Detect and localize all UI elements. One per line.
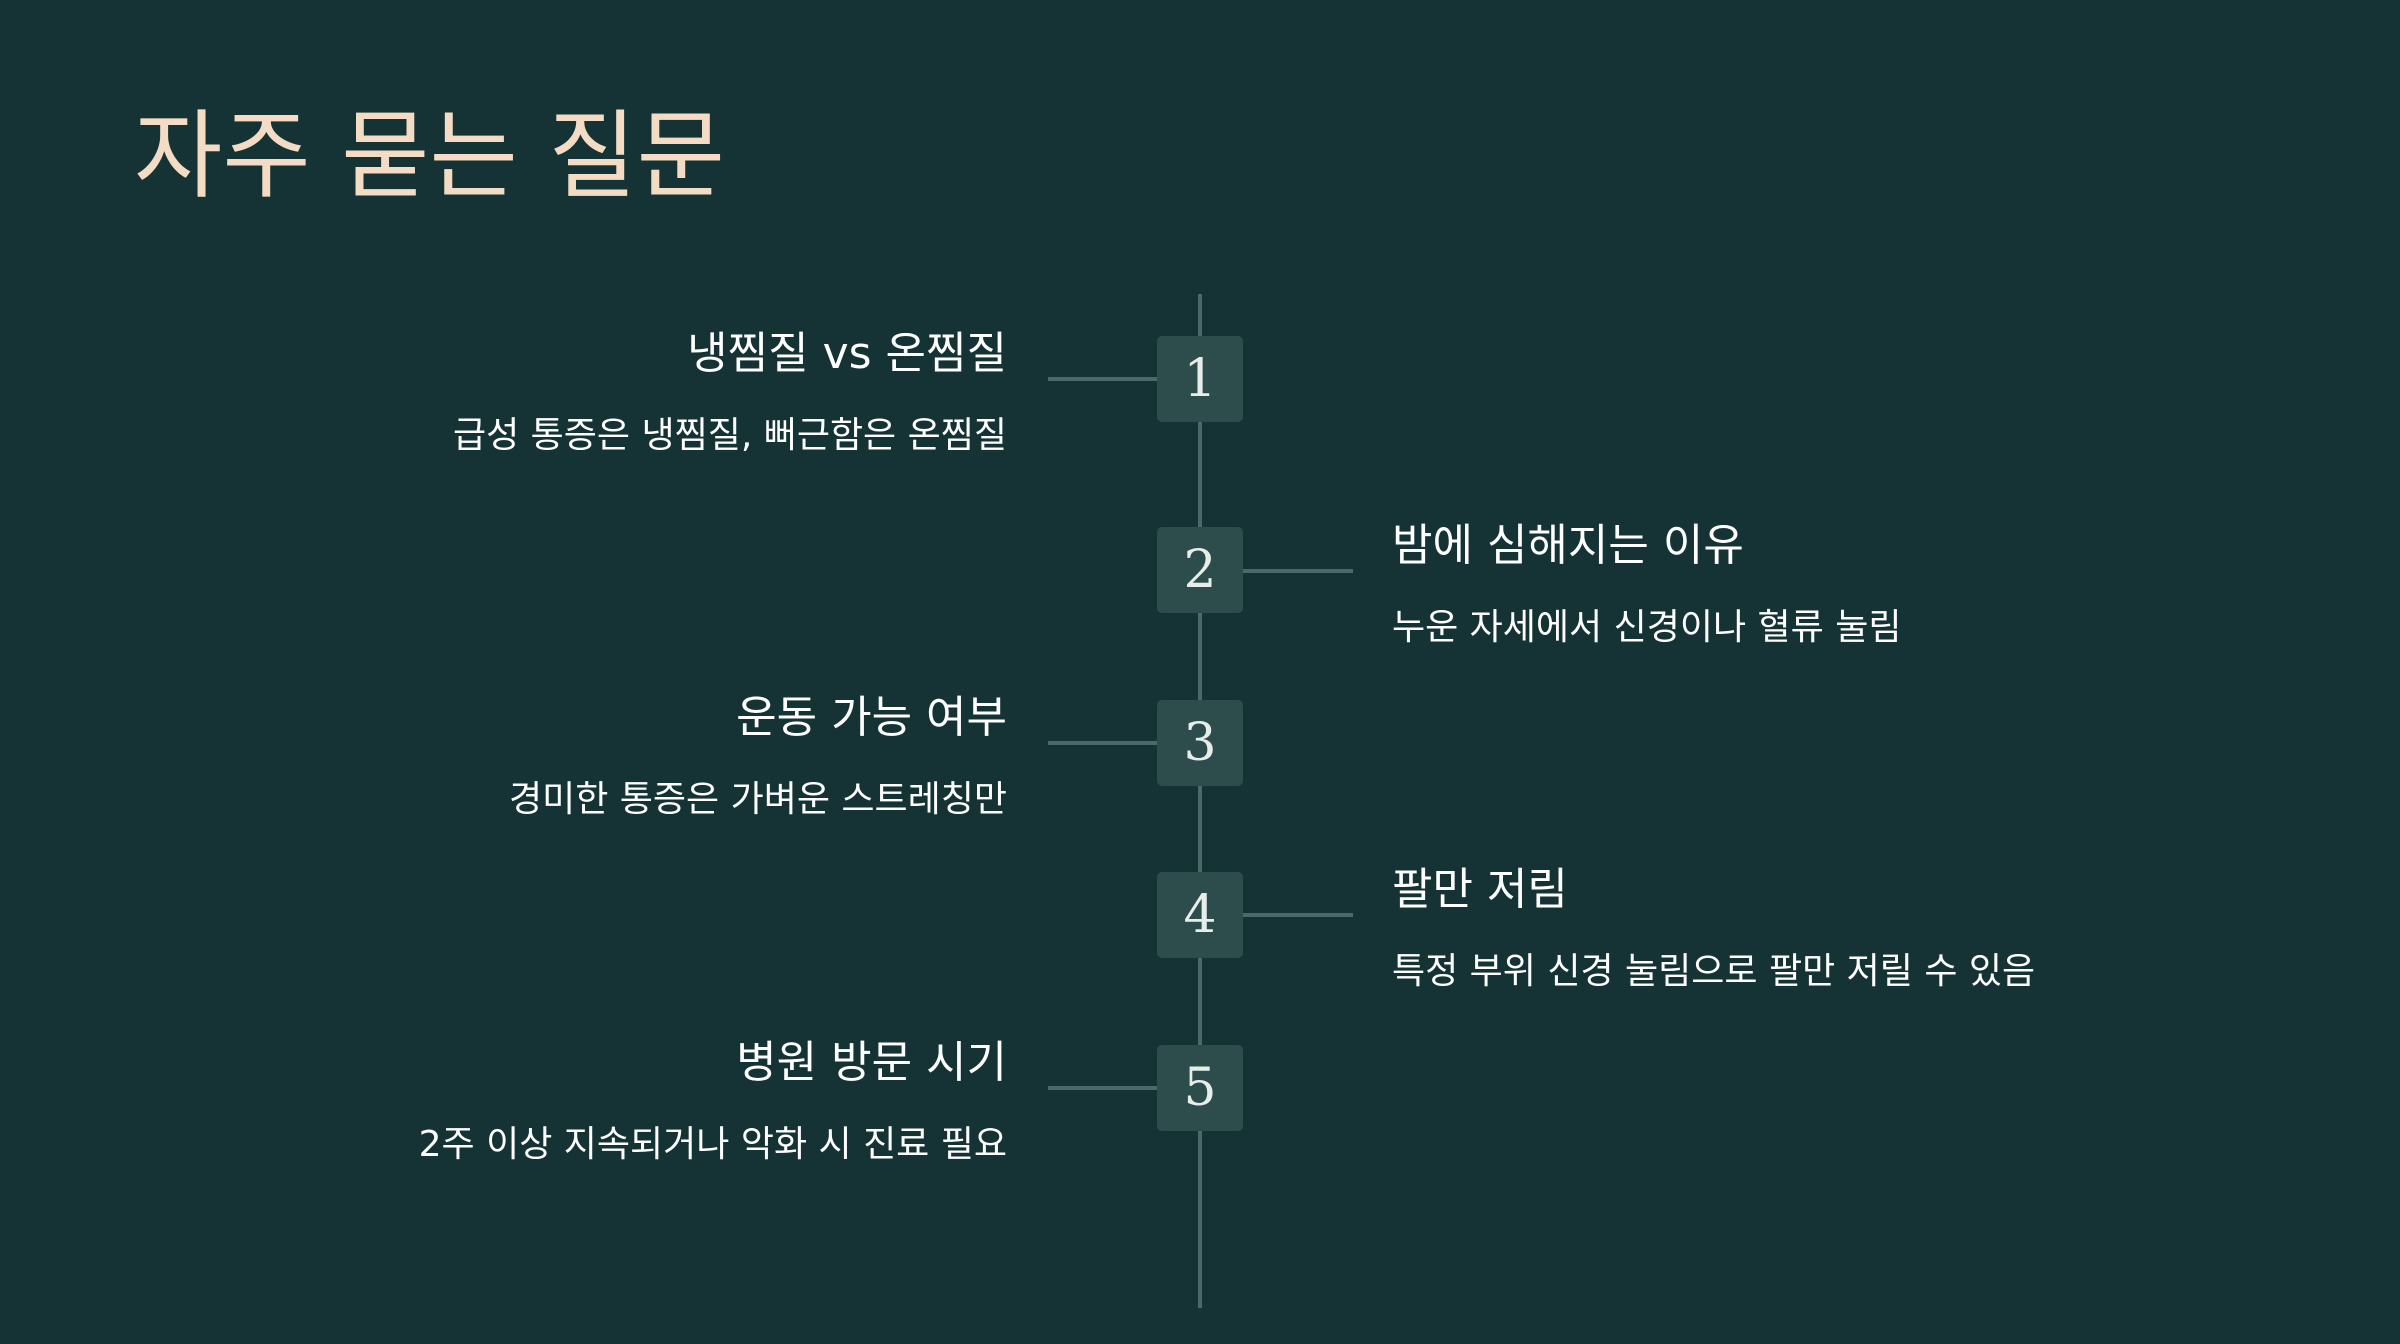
- timeline-axis: [1198, 294, 1202, 1308]
- faq-description-5: 2주 이상 지속되거나 악화 시 진료 필요: [418, 1124, 1007, 1165]
- marker-1: 1: [1157, 336, 1243, 422]
- faq-heading-2: 밤에 심해지는 이유: [1392, 520, 1744, 571]
- marker-3: 3: [1157, 700, 1243, 786]
- connector-3: [1048, 741, 1158, 745]
- marker-4: 4: [1157, 872, 1243, 958]
- faq-heading-4: 팔만 저림: [1392, 864, 1568, 915]
- faq-description-4: 특정 부위 신경 눌림으로 팔만 저릴 수 있음: [1392, 951, 2036, 992]
- faq-heading-5: 병원 방문 시기: [736, 1037, 1007, 1088]
- page-title: 자주 묻는 질문: [134, 100, 725, 212]
- connector-1: [1048, 377, 1158, 381]
- connector-4: [1243, 913, 1353, 917]
- faq-heading-1: 냉찜질 vs 온찜질: [687, 328, 1007, 379]
- marker-5: 5: [1157, 1045, 1243, 1131]
- connector-5: [1048, 1086, 1158, 1090]
- faq-description-1: 급성 통증은 냉찜질, 뻐근함은 온찜질: [452, 415, 1007, 456]
- faq-description-2: 누운 자세에서 신경이나 혈류 눌림: [1392, 607, 1902, 648]
- faq-description-3: 경미한 통증은 가벼운 스트레칭만: [508, 779, 1007, 820]
- marker-2: 2: [1157, 527, 1243, 613]
- faq-heading-3: 운동 가능 여부: [736, 692, 1007, 743]
- connector-2: [1243, 569, 1353, 573]
